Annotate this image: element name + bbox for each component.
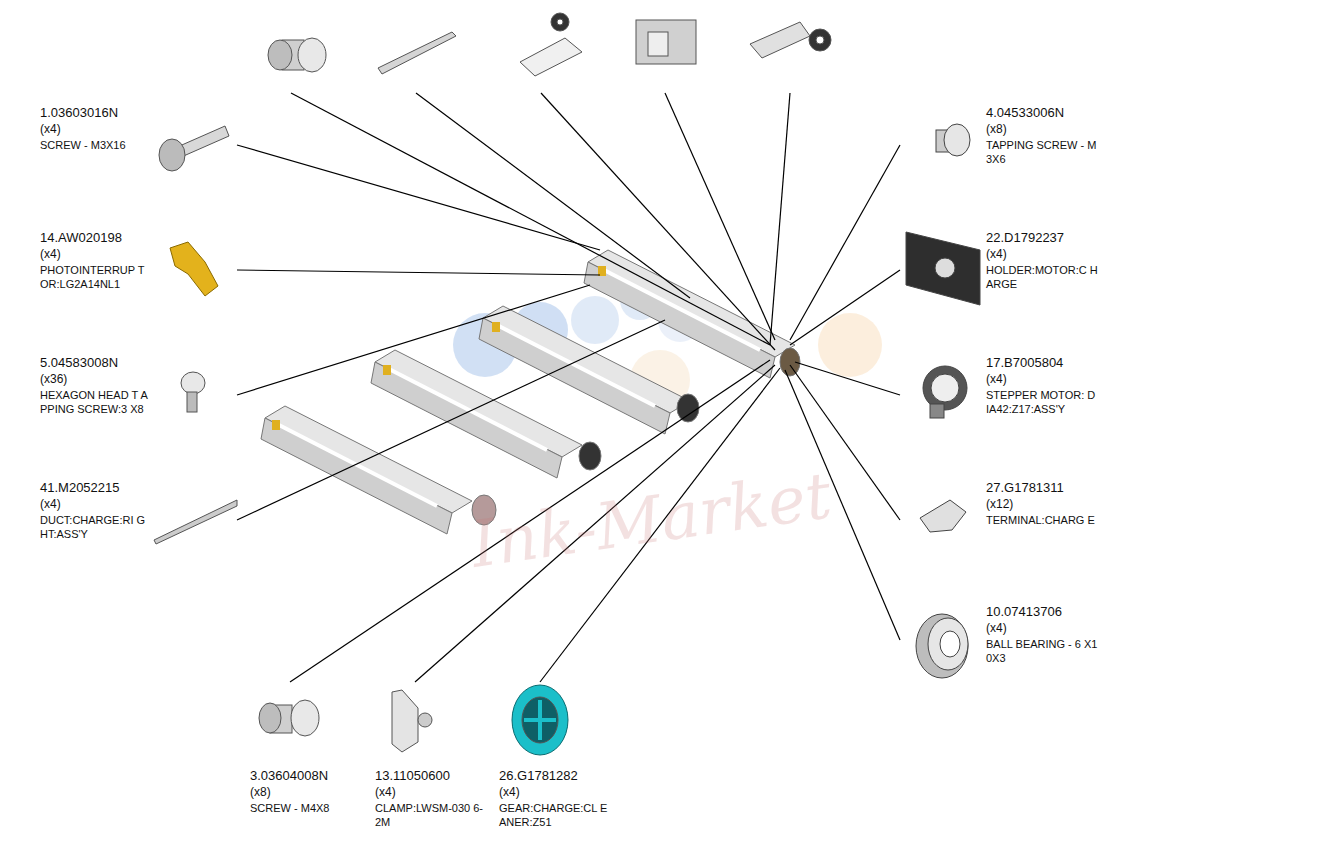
part-description: TERMINAL:CHARG E	[986, 514, 1098, 528]
part-number: 17.B7005804	[986, 355, 1063, 371]
part-description: PHOTOINTERRUP TOR:LG2A14NL1	[40, 264, 152, 292]
part-description: CLAMP:LWSM-030 6-2M	[375, 802, 487, 830]
quantity: (x8)	[986, 122, 1007, 137]
part-description: GEAR:CHARGE:CL EANER:Z51	[499, 802, 611, 830]
part-number: 10.07413706	[986, 604, 1062, 620]
part-description: SCREW - M3X16	[40, 139, 152, 153]
part-description: SCREW - M4X8	[250, 802, 362, 816]
part-number: 22.D1792237	[986, 230, 1064, 246]
quantity: (x4)	[40, 497, 61, 512]
quantity: (x4)	[40, 247, 61, 262]
part-number: 27.G1781311	[986, 480, 1064, 496]
part-description: STEPPER MOTOR: DIA42:Z17:ASS'Y	[986, 389, 1098, 417]
quantity: (x36)	[40, 372, 67, 387]
part-number: 14.AW020198	[40, 230, 122, 246]
part-number: 26.G1781282	[499, 768, 578, 784]
part-description: HOLDER:MOTOR:C HARGE	[986, 264, 1098, 292]
quantity: (x4)	[40, 122, 61, 137]
quantity: (x12)	[986, 497, 1013, 512]
part-number: 5.04583008N	[40, 355, 118, 371]
part-number: 4.04533006N	[986, 105, 1064, 121]
part-description: BALL BEARING - 6 X10X3	[986, 638, 1098, 666]
part-number: 41.M2052215	[40, 480, 120, 496]
quantity: (x4)	[986, 247, 1007, 262]
quantity: (x8)	[250, 785, 271, 800]
part-number: 13.11050600	[375, 768, 450, 784]
part-description: TAPPING SCREW - M3X6	[986, 139, 1098, 167]
part-number: 1.03603016N	[40, 105, 118, 121]
quantity: (x4)	[986, 621, 1007, 636]
part-description: HEXAGON HEAD T APPING SCREW:3 X8	[40, 389, 152, 417]
part-number: 3.03604008N	[250, 768, 328, 784]
quantity: (x4)	[375, 785, 396, 800]
quantity: (x4)	[499, 785, 520, 800]
quantity: (x4)	[986, 372, 1007, 387]
part-description: DUCT:CHARGE:RI GHT:ASS'Y	[40, 514, 152, 542]
